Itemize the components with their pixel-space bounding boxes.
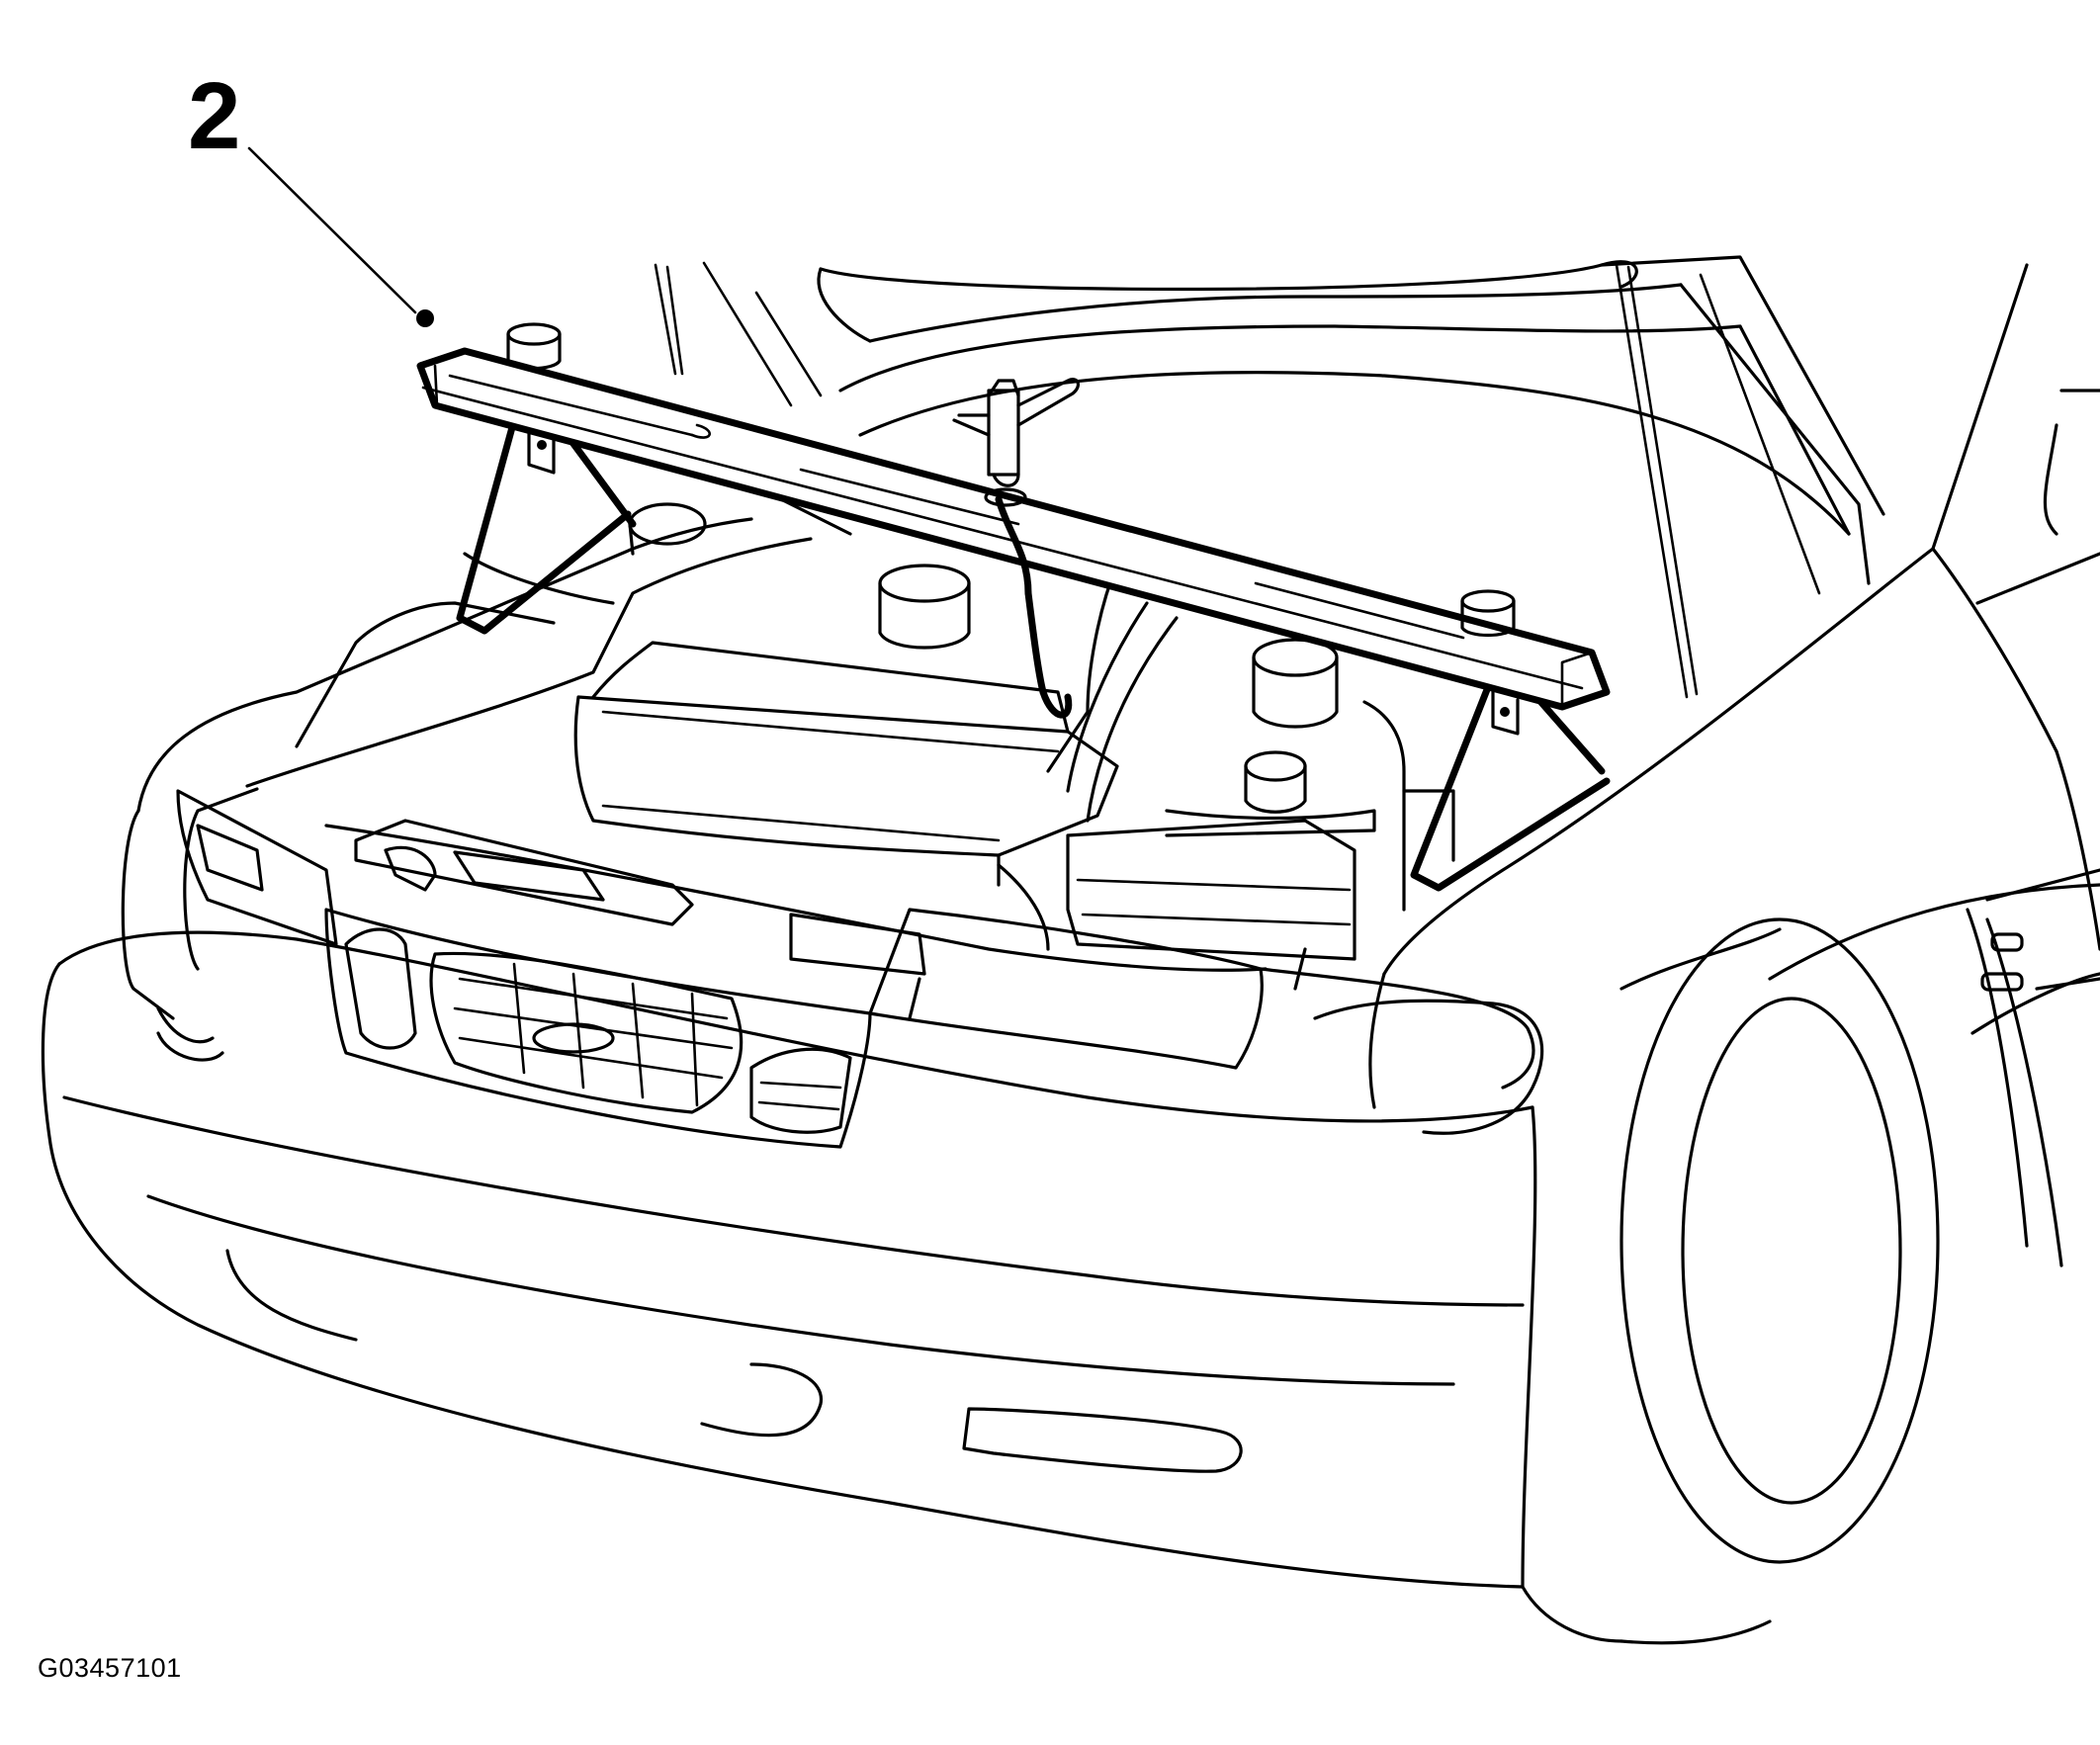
windshield-and-pillar <box>1931 263 2100 753</box>
front-wheel <box>1619 917 1940 1564</box>
hood-prop-rods <box>654 261 1821 699</box>
engine-compartment <box>245 492 1455 1020</box>
callout-number: 2 <box>188 63 241 169</box>
front-body <box>41 517 2100 1645</box>
front-grille <box>324 908 872 1149</box>
callout-leader-dot <box>416 309 434 327</box>
engine-support-bar <box>416 322 1611 892</box>
open-hood <box>817 255 1885 585</box>
callout-leader <box>247 146 434 327</box>
figure-code: G03457101 <box>38 1653 182 1683</box>
headlights <box>176 789 1535 1090</box>
